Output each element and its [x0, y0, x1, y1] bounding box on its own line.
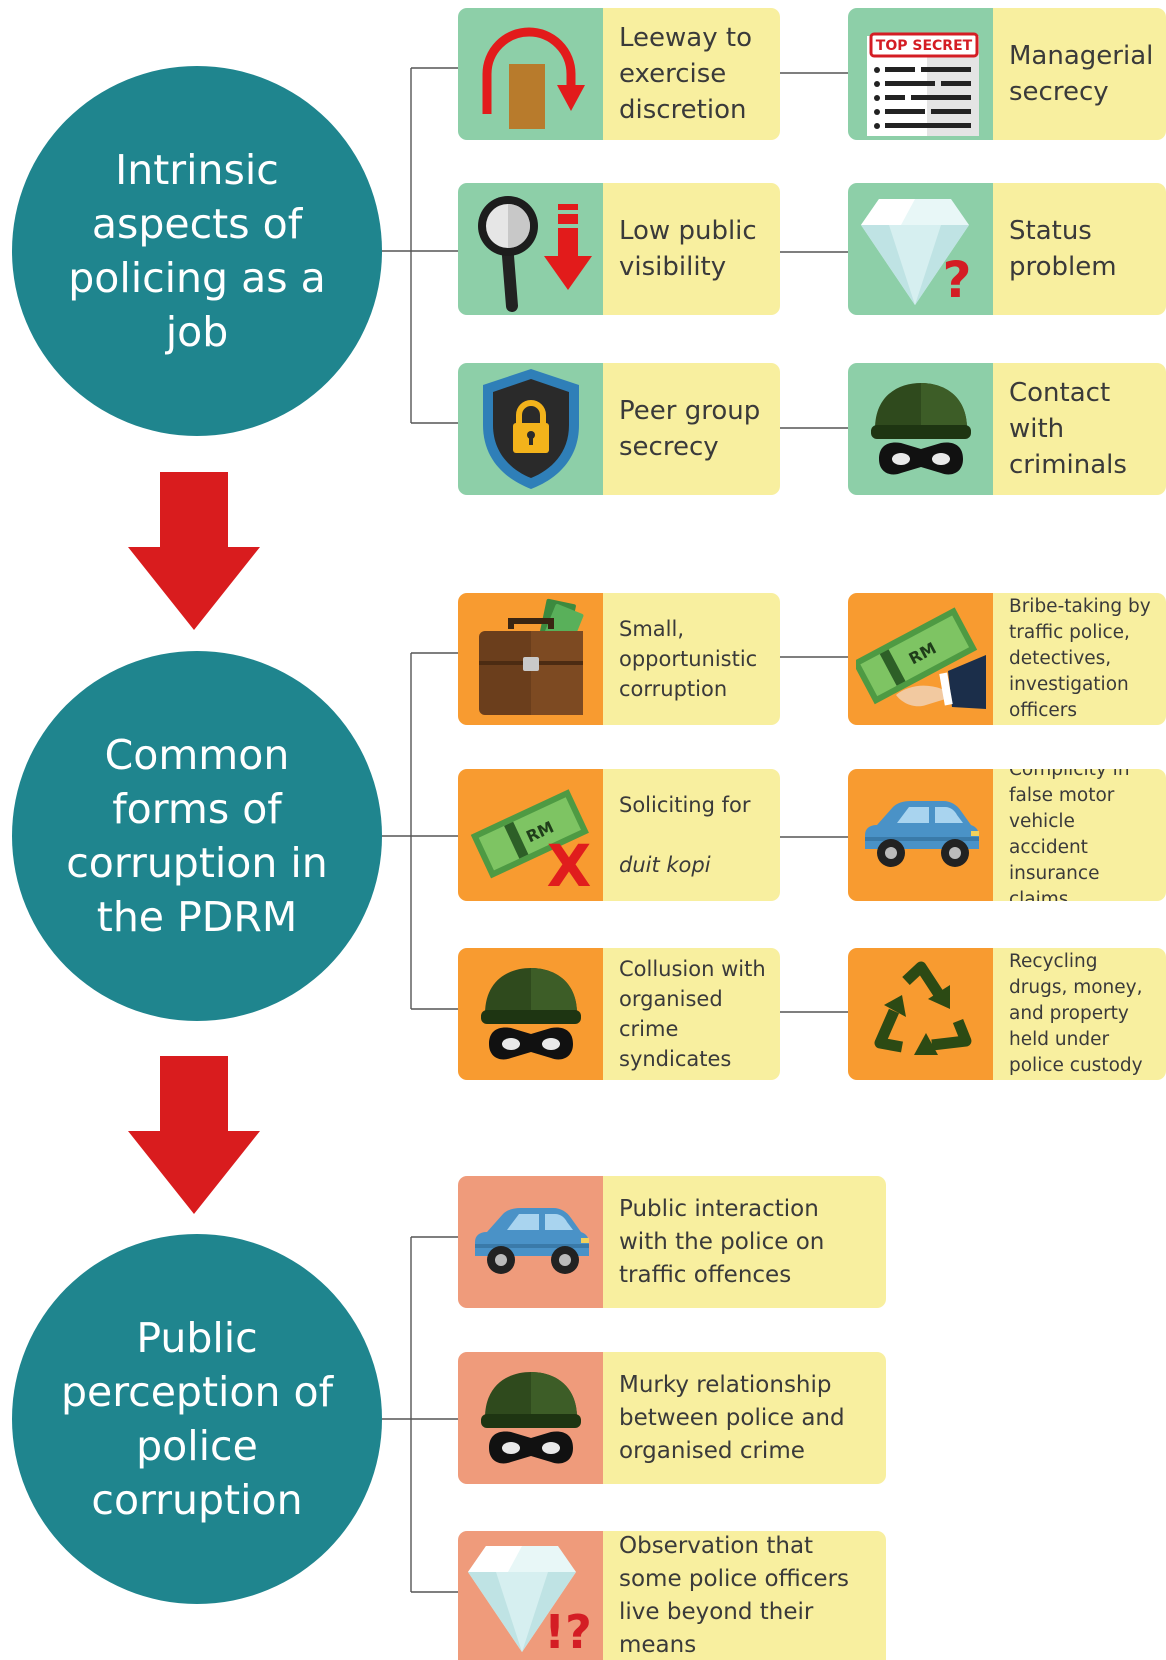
section-1-title: Intrinsic aspects of policing as a job: [68, 146, 326, 356]
briefcase-money-icon: [458, 593, 603, 725]
car-icon: [458, 1176, 603, 1308]
section-2-circle: Common forms of corruption in the PDRM: [12, 651, 382, 1021]
card-small-corruption: Small, opportunistic corruption: [458, 593, 780, 725]
burglar-icon: [458, 1352, 603, 1484]
card-text: Small, opportunistic corruption: [619, 617, 758, 701]
card-text: Murky relationship between police and or…: [619, 1371, 845, 1464]
card-contact-criminals: Contact with criminals: [848, 363, 1166, 495]
card-text: Collusion with organised crime syndicate…: [619, 957, 766, 1071]
card-murky-relationship: Murky relationship between police and or…: [458, 1352, 886, 1484]
section-2-title: Common forms of corruption in the PDRM: [66, 731, 328, 941]
svg-text:X: X: [546, 832, 591, 890]
svg-text:?: ?: [942, 251, 971, 309]
card-managerial-secrecy: TOP SECRET Managerial secrecy: [848, 8, 1166, 140]
svg-text:!?: !?: [544, 1605, 592, 1656]
top-secret-document-icon: TOP SECRET: [848, 8, 993, 140]
card-text: Public interaction with the police on tr…: [619, 1195, 825, 1288]
card-text: Recycling drugs, money, and property hel…: [1009, 951, 1143, 1076]
arrow-over-box-icon: [458, 8, 603, 140]
banknote-handover-icon: RM: [848, 593, 993, 725]
card-leeway-discretion: Leeway to exercise discretion: [458, 8, 780, 140]
card-complicity-claims: Complicity in false motor vehicle accide…: [848, 769, 1166, 901]
section-3-circle: Public perception of police corruption: [12, 1234, 382, 1604]
diamond-exclamation-question-icon: !?: [458, 1531, 603, 1660]
recycle-icon: [848, 948, 993, 1080]
burglar-icon: [848, 363, 993, 495]
card-text: Low public visibility: [619, 216, 757, 282]
card-text: Peer group secrecy: [619, 396, 761, 462]
card-collusion: Collusion with organised crime syndicate…: [458, 948, 780, 1080]
banknote-cross-icon: RM X: [458, 769, 603, 901]
down-arrow-1-icon: [128, 472, 260, 630]
card-text: Status problem: [1009, 216, 1117, 282]
card-text: Bribe-taking by traffic police, detectiv…: [1009, 596, 1151, 721]
card-text: Managerial secrecy: [1009, 41, 1154, 107]
card-text-italic: duit kopi: [619, 853, 711, 877]
card-recycling: Recycling drugs, money, and property hel…: [848, 948, 1166, 1080]
section-1-circle: Intrinsic aspects of policing as a job: [12, 66, 382, 436]
card-text: Contact with criminals: [1009, 378, 1127, 480]
shield-lock-icon: [458, 363, 603, 495]
car-icon: [848, 769, 993, 901]
diamond-question-icon: ?: [848, 183, 993, 315]
burglar-icon: [458, 948, 603, 1080]
section-3-title: Public perception of police corruption: [60, 1314, 334, 1524]
card-text: Observation that some police officers li…: [619, 1532, 850, 1658]
card-status-problem: ? Status problem: [848, 183, 1166, 315]
card-public-interaction: Public interaction with the police on tr…: [458, 1176, 886, 1308]
card-beyond-means: !? Observation that some police officers…: [458, 1531, 886, 1660]
card-bribe-taking: RM Bribe-taking by traffic police, detec…: [848, 593, 1166, 725]
card-text: Complicity in false motor vehicle accide…: [1009, 769, 1130, 901]
card-low-visibility: Low public visibility: [458, 183, 780, 315]
stamp-text: TOP SECRET: [875, 38, 972, 54]
card-text: Leeway to exercise discretion: [619, 23, 752, 125]
magnifier-down-arrow-icon: [458, 183, 603, 315]
down-arrow-2-icon: [128, 1056, 260, 1214]
card-peer-secrecy: Peer group secrecy: [458, 363, 780, 495]
